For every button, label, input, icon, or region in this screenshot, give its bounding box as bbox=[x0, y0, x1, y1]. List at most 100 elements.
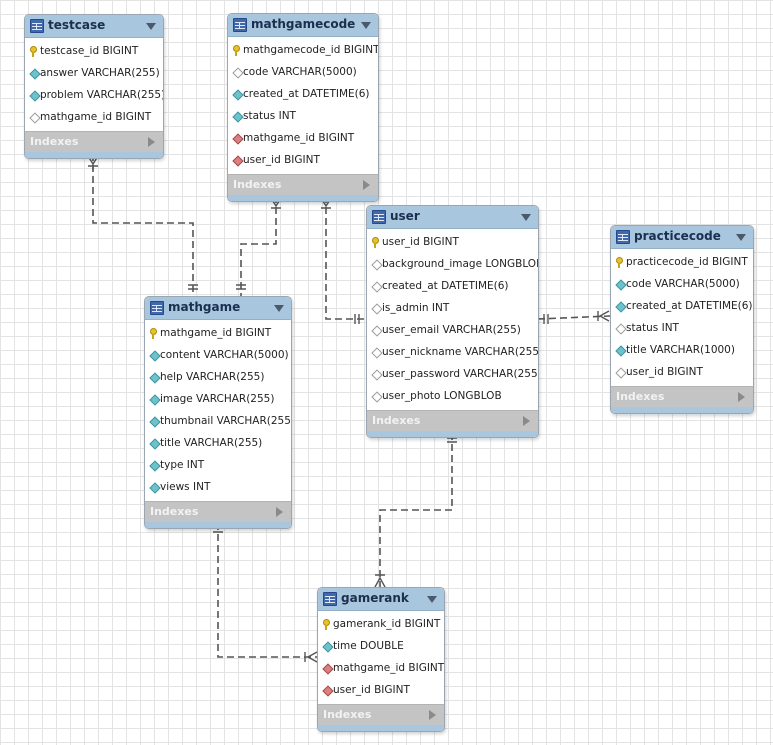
column-row[interactable]: created_at DATETIME(6) bbox=[228, 83, 378, 105]
indexes-bar[interactable]: Indexes bbox=[228, 174, 378, 195]
not-null-column-icon bbox=[29, 90, 41, 102]
table-header[interactable]: user bbox=[367, 206, 538, 229]
column-row[interactable]: created_at DATETIME(6) bbox=[367, 275, 538, 297]
collapse-arrow-icon[interactable] bbox=[736, 234, 746, 241]
expand-arrow-icon[interactable] bbox=[148, 137, 155, 147]
column-row[interactable]: code VARCHAR(5000) bbox=[228, 61, 378, 83]
indexes-bar[interactable]: Indexes bbox=[318, 704, 444, 725]
indexes-bar[interactable]: Indexes bbox=[367, 410, 538, 431]
one-mark-user-right bbox=[543, 314, 549, 324]
foreign-key-icon bbox=[322, 685, 334, 697]
column-row[interactable]: mathgame_id BIGINT bbox=[25, 106, 163, 128]
column-row[interactable]: is_admin INT bbox=[367, 297, 538, 319]
collapse-arrow-icon[interactable] bbox=[427, 596, 437, 603]
not-null-column-icon bbox=[615, 345, 627, 357]
column-row[interactable]: mathgame_id BIGINT bbox=[318, 657, 444, 679]
link-mathgame-gamerank bbox=[217, 523, 318, 658]
table-header[interactable]: gamerank bbox=[318, 588, 444, 611]
table-title: mathgame bbox=[168, 300, 241, 314]
column-row[interactable]: code VARCHAR(5000) bbox=[611, 273, 753, 295]
column-row[interactable]: content VARCHAR(5000) bbox=[145, 344, 291, 366]
table-header[interactable]: practicecode bbox=[611, 226, 753, 249]
column-row[interactable]: mathgame_id BIGINT bbox=[228, 127, 378, 149]
primary-key-icon bbox=[30, 46, 37, 57]
table-header[interactable]: testcase bbox=[25, 15, 163, 38]
column-row[interactable]: user_password VARCHAR(255) bbox=[367, 363, 538, 385]
link-user-gamerank bbox=[379, 433, 453, 588]
column-row[interactable]: user_id BIGINT bbox=[318, 679, 444, 701]
collapse-arrow-icon[interactable] bbox=[361, 22, 371, 29]
collapse-arrow-icon[interactable] bbox=[274, 305, 284, 312]
column-row[interactable]: user_id BIGINT bbox=[228, 149, 378, 171]
column-label: type INT bbox=[160, 459, 205, 471]
column-label: image VARCHAR(255) bbox=[160, 393, 275, 405]
expand-arrow-icon[interactable] bbox=[738, 392, 745, 402]
column-row[interactable]: title VARCHAR(1000) bbox=[611, 339, 753, 361]
collapse-arrow-icon[interactable] bbox=[146, 23, 156, 30]
foreign-key-icon bbox=[322, 663, 334, 675]
indexes-label: Indexes bbox=[30, 135, 79, 148]
not-null-column-icon bbox=[615, 301, 627, 313]
column-row[interactable]: created_at DATETIME(6) bbox=[611, 295, 753, 317]
indexes-bar[interactable]: Indexes bbox=[611, 386, 753, 407]
expand-arrow-icon[interactable] bbox=[363, 180, 370, 190]
column-row[interactable]: user_id BIGINT bbox=[367, 231, 538, 253]
column-row[interactable]: problem VARCHAR(255) bbox=[25, 84, 163, 106]
column-row[interactable]: type INT bbox=[145, 454, 291, 476]
not-null-column-icon bbox=[149, 482, 161, 494]
column-row[interactable]: mathgame_id BIGINT bbox=[145, 322, 291, 344]
column-row[interactable]: user_photo LONGBLOB bbox=[367, 385, 538, 407]
column-label: time DOUBLE bbox=[333, 640, 404, 652]
column-row[interactable]: answer VARCHAR(255) bbox=[25, 62, 163, 84]
column-row[interactable]: gamerank_id BIGINT bbox=[318, 613, 444, 635]
column-row[interactable]: testcase_id BIGINT bbox=[25, 40, 163, 62]
nullable-column-icon bbox=[615, 323, 627, 335]
column-row[interactable]: views INT bbox=[145, 476, 291, 498]
table-gamerank[interactable]: gamerank gamerank_id BIGINT time DOUBLE ma… bbox=[317, 587, 445, 732]
collapse-arrow-icon[interactable] bbox=[521, 214, 531, 221]
column-row[interactable]: mathgamecode_id BIGINT bbox=[228, 39, 378, 61]
table-header[interactable]: mathgame bbox=[145, 297, 291, 320]
column-row[interactable]: time DOUBLE bbox=[318, 635, 444, 657]
table-footer bbox=[318, 725, 444, 731]
column-label: user_id BIGINT bbox=[243, 154, 320, 166]
column-label: practicecode_id BIGINT bbox=[626, 256, 748, 268]
expand-arrow-icon[interactable] bbox=[276, 507, 283, 517]
column-row[interactable]: title VARCHAR(255) bbox=[145, 432, 291, 454]
not-null-column-icon bbox=[232, 89, 244, 101]
expand-arrow-icon[interactable] bbox=[523, 416, 530, 426]
table-testcase[interactable]: testcase testcase_id BIGINT answer VARCHA… bbox=[24, 14, 164, 159]
column-row[interactable]: thumbnail VARCHAR(255) bbox=[145, 410, 291, 432]
primary-key-icon bbox=[616, 257, 623, 268]
column-row[interactable]: image VARCHAR(255) bbox=[145, 388, 291, 410]
table-title: practicecode bbox=[634, 229, 721, 243]
column-label: views INT bbox=[160, 481, 211, 493]
column-row[interactable]: help VARCHAR(255) bbox=[145, 366, 291, 388]
indexes-bar[interactable]: Indexes bbox=[25, 131, 163, 152]
expand-arrow-icon[interactable] bbox=[429, 710, 436, 720]
column-row[interactable]: status INT bbox=[611, 317, 753, 339]
column-row[interactable]: user_email VARCHAR(255) bbox=[367, 319, 538, 341]
column-row[interactable]: background_image LONGBLOB bbox=[367, 253, 538, 275]
column-row[interactable]: practicecode_id BIGINT bbox=[611, 251, 753, 273]
table-icon bbox=[233, 18, 247, 32]
one-mark-mathgame-b bbox=[236, 284, 246, 290]
nullable-column-icon bbox=[371, 369, 383, 381]
table-practicecode[interactable]: practicecode practicecode_id BIGINT code … bbox=[610, 225, 754, 414]
column-label: answer VARCHAR(255) bbox=[40, 67, 160, 79]
foreign-key-icon bbox=[232, 133, 244, 145]
table-title: user bbox=[390, 209, 420, 223]
table-footer bbox=[25, 152, 163, 158]
indexes-label: Indexes bbox=[323, 708, 372, 721]
column-row[interactable]: user_id BIGINT bbox=[611, 361, 753, 383]
column-row[interactable]: user_nickname VARCHAR(255) bbox=[367, 341, 538, 363]
indexes-bar[interactable]: Indexes bbox=[145, 501, 291, 522]
column-row[interactable]: status INT bbox=[228, 105, 378, 127]
column-label: user_id BIGINT bbox=[333, 684, 410, 696]
table-header[interactable]: mathgamecode bbox=[228, 14, 378, 37]
column-label: user_photo LONGBLOB bbox=[382, 390, 502, 402]
